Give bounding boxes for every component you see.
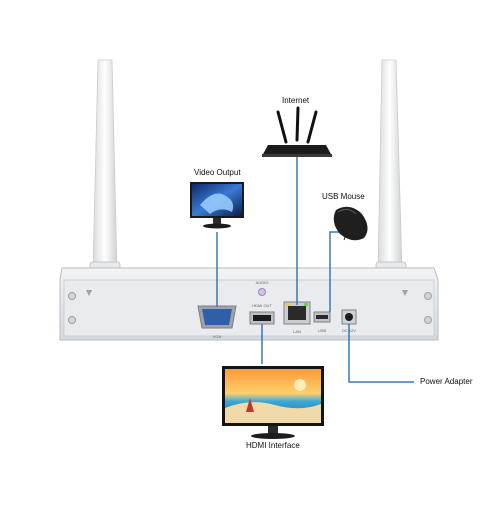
power-connector-line: [348, 324, 414, 383]
router-icon: [262, 106, 332, 157]
hdmi-port: [249, 311, 275, 325]
power-adapter-label: Power Adapter: [420, 377, 473, 386]
audio-port: [258, 288, 266, 296]
usb-mouse-icon: [333, 206, 368, 241]
lan-port: [283, 301, 311, 325]
hdmi-port-label: HDMI OUT: [252, 303, 272, 308]
usb-port-label: USB: [318, 328, 327, 333]
lan-port-label: LAN: [293, 329, 301, 334]
dc-power-port: [341, 309, 357, 325]
right-antenna-icon: [375, 59, 407, 283]
video-output-label: Video Output: [194, 168, 241, 177]
usb-mouse-label: USB Mouse: [322, 192, 365, 201]
usb-port: [313, 311, 331, 323]
connector-lines: [216, 152, 414, 383]
internet-label: Internet: [282, 96, 310, 105]
nvr-device: [59, 267, 439, 341]
video-output-monitor-icon: [190, 182, 244, 229]
audio-port-label: AUDIO: [256, 280, 269, 285]
hdmi-interface-label: HDMI Interface: [246, 441, 300, 450]
vga-port-label: VGA: [213, 334, 222, 339]
left-antenna-icon: [89, 59, 121, 283]
hdmi-monitor-icon: [222, 366, 324, 439]
vga-port: [197, 305, 237, 329]
